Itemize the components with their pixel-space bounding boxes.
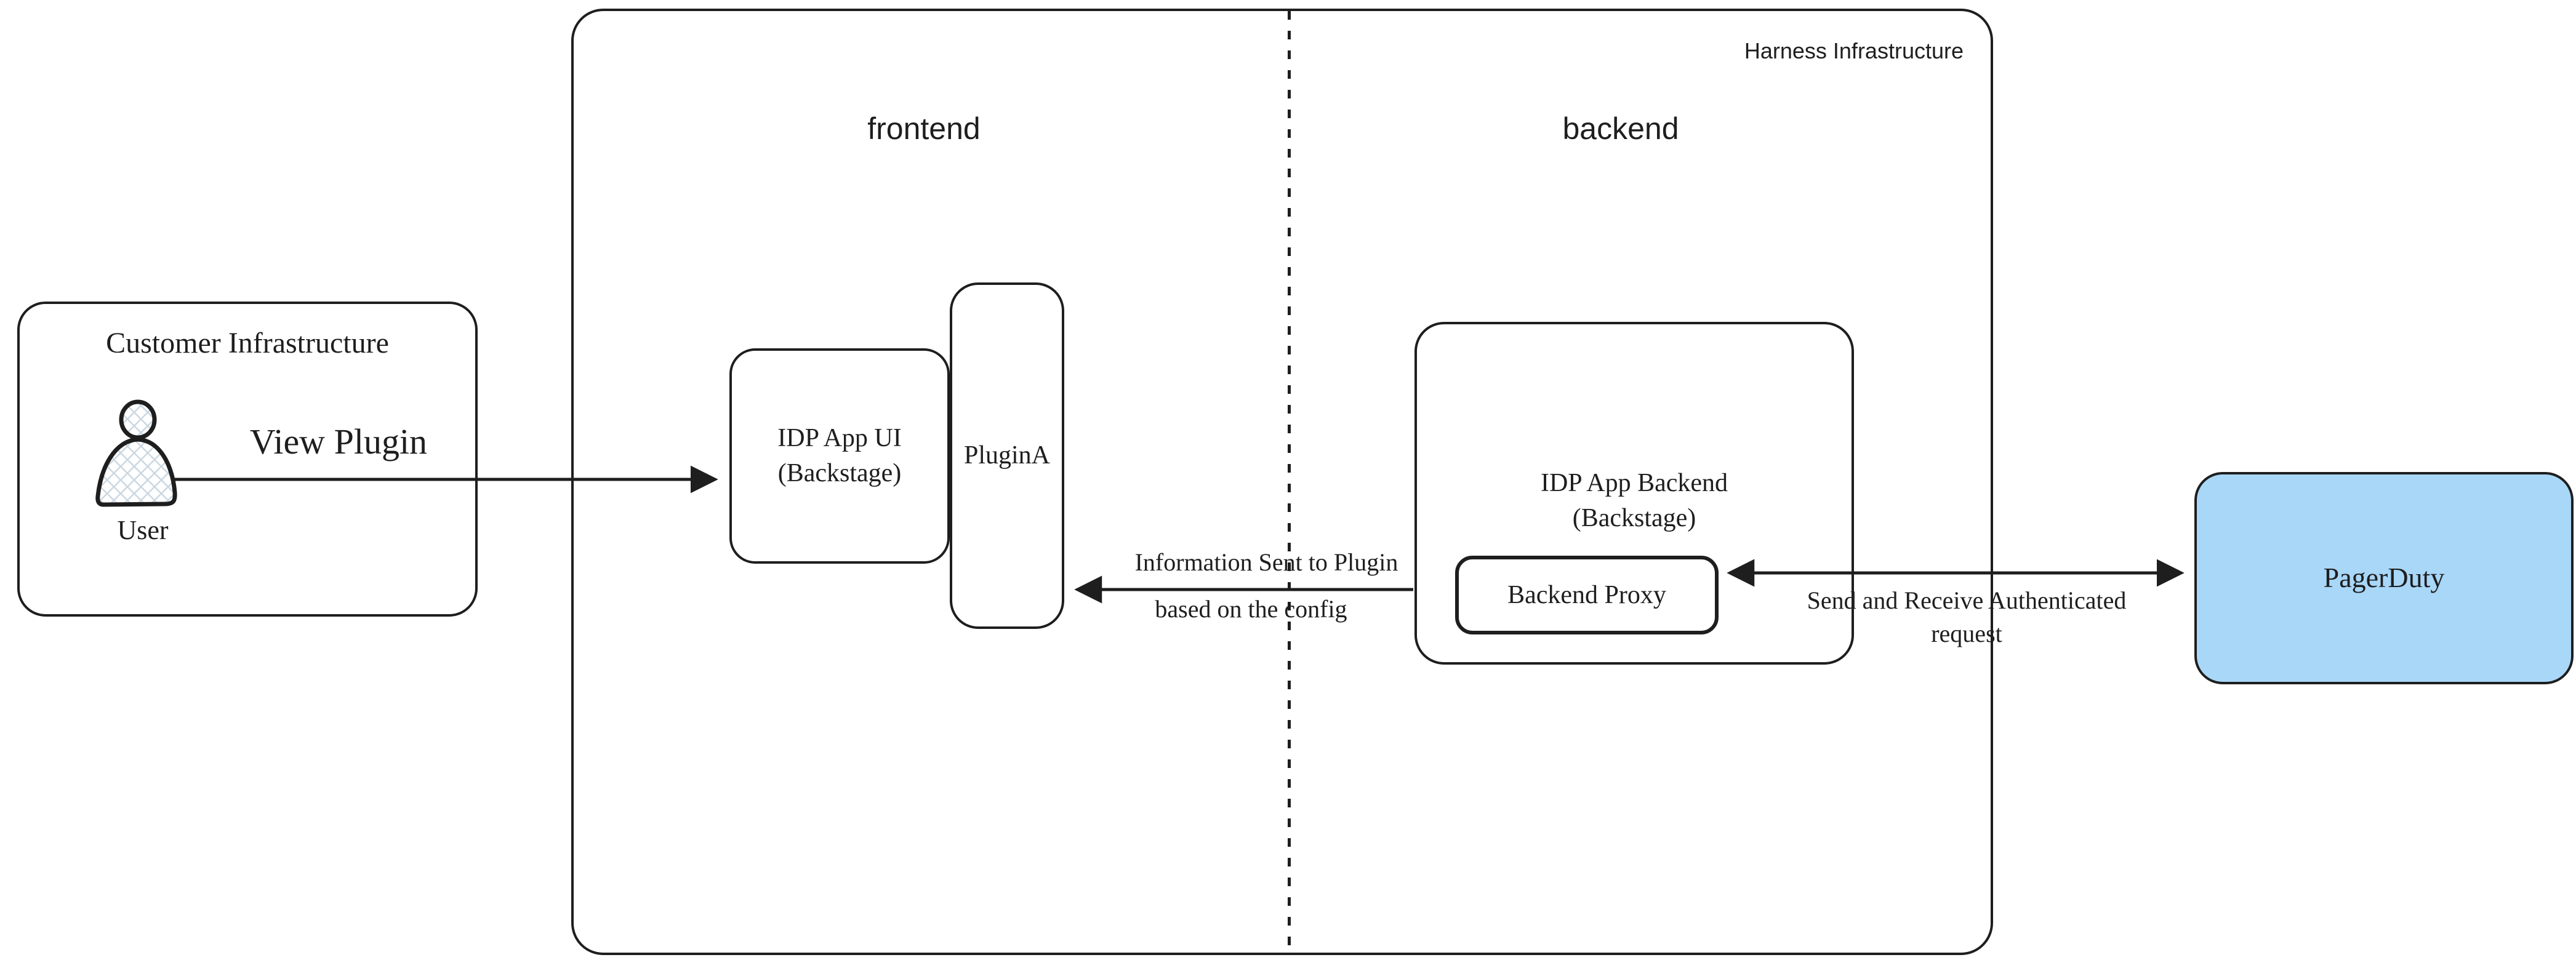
- pagerduty-node: PagerDuty: [2194, 472, 2574, 684]
- info-to-plugin-edge-label-line1: Information Sent to Plugin: [1134, 548, 1398, 576]
- frontend-zone-label: frontend: [867, 111, 981, 146]
- idp-app-ui-label-line2: (Backstage): [777, 459, 902, 487]
- frontend-backend-divider: [1288, 11, 1291, 953]
- user-icon: [95, 399, 177, 507]
- customer-infrastructure-title: Customer Infrastructure: [106, 327, 389, 359]
- harness-infrastructure-title: Harness Infrastructure: [1744, 38, 1964, 63]
- idp-app-backend-label: IDP App Backend (Backstage): [1417, 466, 1852, 535]
- backend-zone-label: backend: [1562, 111, 1679, 146]
- plugin-a-node: PluginA: [950, 282, 1064, 629]
- idp-app-ui-label-line1: IDP App UI: [777, 424, 902, 453]
- idp-app-backend-label-line1: IDP App Backend: [1540, 469, 1728, 497]
- idp-app-ui-label: IDP App UI (Backstage): [732, 351, 947, 561]
- customer-infrastructure-box: Customer Infrastructure User: [17, 302, 478, 617]
- view-plugin-edge-label: View Plugin: [249, 422, 428, 462]
- idp-app-backend-label-line2: (Backstage): [1572, 503, 1696, 532]
- plugin-a-label: PluginA: [963, 441, 1051, 470]
- idp-app-ui-node: IDP App UI (Backstage): [729, 348, 950, 564]
- send-receive-edge-label-line2: request: [1931, 620, 2002, 647]
- send-receive-edge-label-line1: Send and Receive Authenticated: [1807, 586, 2127, 614]
- backend-proxy-node: Backend Proxy: [1455, 556, 1719, 634]
- idp-app-backend-node: IDP App Backend (Backstage) Backend Prox…: [1414, 322, 1854, 665]
- pagerduty-label: PagerDuty: [2323, 562, 2445, 594]
- backend-proxy-label: Backend Proxy: [1507, 580, 1666, 609]
- user-label: User: [117, 515, 169, 545]
- info-to-plugin-edge-label-line2: based on the config: [1155, 595, 1347, 623]
